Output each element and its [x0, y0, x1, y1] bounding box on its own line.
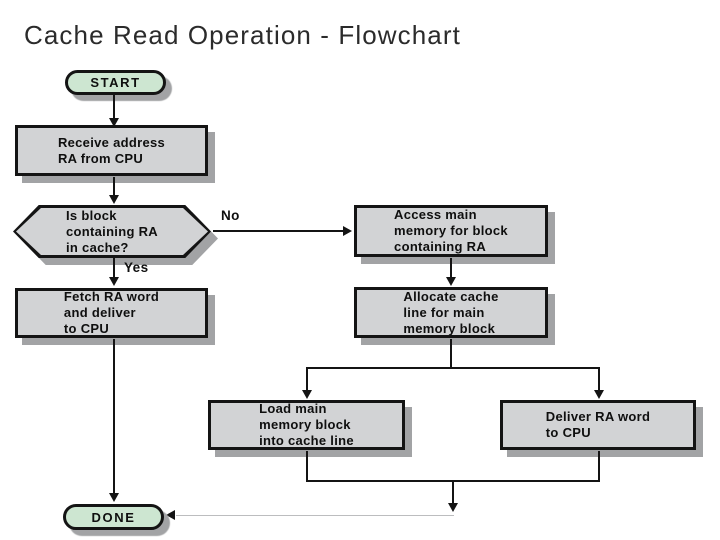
decision-fill	[16, 208, 208, 255]
node-allocate-cache-line-label: Allocate cache line for main memory bloc…	[403, 288, 499, 336]
connector-branch-deliver-arrowhead	[594, 390, 604, 399]
node-receive-address: Receive address RA from CPU	[15, 125, 208, 176]
connector-decision-fetch-line	[113, 258, 115, 278]
node-start-label: START	[90, 75, 141, 90]
node-load-memory-block: Load main memory block into cache line	[208, 400, 405, 450]
connector-decision-fetch-arrowhead	[109, 277, 119, 286]
page-title: Cache Read Operation - Flowchart	[24, 20, 461, 50]
node-deliver-ra-word-label: Deliver RA word to CPU	[545, 409, 651, 440]
node-fetch-ra-word-label: Fetch RA word and deliver to CPU	[63, 289, 160, 336]
connector-fetch-done-arrowhead	[109, 493, 119, 502]
connector-branch-horizontal	[306, 367, 600, 369]
node-done: DONE	[63, 504, 164, 530]
node-receive-address-label: Receive address RA from CPU	[57, 134, 166, 166]
connector-join-done-line	[176, 515, 454, 516]
node-load-memory-block-label: Load main memory block into cache line	[259, 401, 354, 448]
connector-receive-decision-arrowhead	[109, 195, 119, 204]
connector-start-receive-line	[113, 95, 115, 120]
connector-join-down-arrowhead	[448, 503, 458, 512]
node-fetch-ra-word: Fetch RA word and deliver to CPU	[15, 288, 208, 338]
connector-join-horizontal	[306, 480, 600, 482]
connector-access-allocate-line	[450, 258, 452, 278]
connector-deliver-join-line	[598, 451, 600, 481]
connector-decision-access-arrowhead	[343, 226, 352, 236]
node-access-main-memory: Access main memory for block containing …	[354, 205, 548, 257]
connector-allocate-branch-stem	[450, 339, 452, 368]
node-decision-label: Is block containing RA in cache?	[65, 207, 158, 255]
node-access-main-memory-label: Access main memory for block containing …	[394, 207, 508, 254]
connector-branch-deliver-line	[598, 367, 600, 391]
edge-label-no: No	[221, 208, 240, 223]
connector-load-join-line	[306, 451, 308, 481]
node-decision-block-in-cache: Is block containing RA in cache?	[13, 205, 218, 265]
node-done-label: DONE	[91, 509, 136, 525]
node-deliver-ra-word: Deliver RA word to CPU	[500, 400, 696, 450]
connector-join-done-arrowhead	[166, 510, 175, 520]
node-start: START	[65, 70, 166, 95]
connector-fetch-done-line	[113, 339, 115, 495]
edge-label-yes: Yes	[124, 260, 149, 275]
connector-start-receive-arrowhead	[109, 118, 119, 127]
connector-decision-access-line	[213, 230, 344, 232]
connector-receive-decision-line	[113, 177, 115, 196]
connector-branch-load-line	[306, 367, 308, 391]
connector-branch-load-arrowhead	[302, 390, 312, 399]
connector-access-allocate-arrowhead	[446, 277, 456, 286]
node-allocate-cache-line: Allocate cache line for main memory bloc…	[354, 287, 548, 338]
connector-join-down-line	[452, 482, 454, 504]
